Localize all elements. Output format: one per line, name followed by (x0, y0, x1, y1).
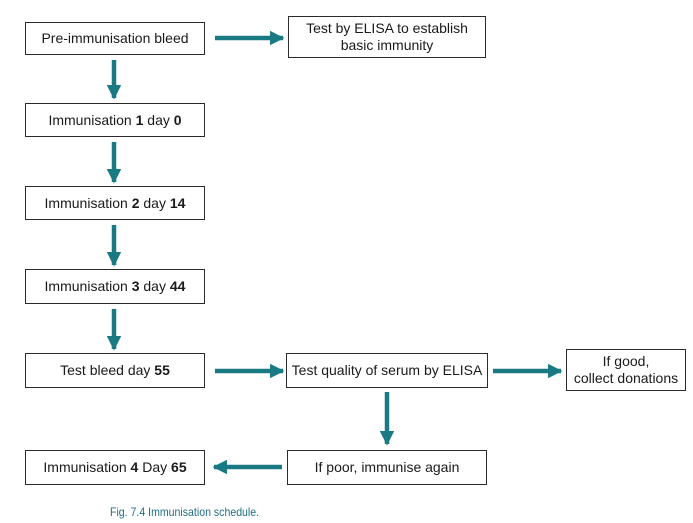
if-poor-label: If poor, immunise again (314, 459, 460, 475)
if-good-line1: If good, (602, 353, 650, 369)
test-bleed-label: Test bleed day 55 (60, 362, 170, 378)
immunisation-3-label: Immunisation 3 day 44 (44, 278, 186, 294)
test-quality-serum-label: Test quality of serum by ELISA (291, 362, 483, 378)
immunisation-3-box: Immunisation 3 day 44 (25, 269, 205, 304)
immunisation-2-label: Immunisation 2 day 14 (44, 194, 186, 211)
immunisation-4-label: Immunisation 4 Day 65 (43, 459, 187, 475)
elisa-basic-line1: Test by ELISA to establish (306, 20, 468, 36)
pre-immunisation-bleed-label: Pre-immunisation bleed (41, 30, 189, 46)
immunisation-2-box: Immunisation 2 day 14 (25, 186, 205, 220)
elisa-basic-line2: basic immunity (340, 37, 434, 53)
figure-caption: Fig. 7.4 Immunisation schedule. (110, 505, 260, 519)
immunisation-4-box: Immunisation 4 Day 65 (25, 450, 205, 485)
test-quality-serum-box: Test quality of serum by ELISA (286, 353, 488, 388)
test-bleed-box: Test bleed day 55 (25, 353, 205, 388)
if-good-line2: collect donations (573, 370, 679, 386)
immunisation-1-label: Immunisation 1 day 0 (48, 111, 182, 128)
if-good-box: If good, collect donations (566, 349, 686, 391)
immunisation-1-box: Immunisation 1 day 0 (25, 103, 205, 137)
if-poor-box: If poor, immunise again (287, 450, 487, 485)
pre-immunisation-bleed-box: Pre-immunisation bleed (25, 22, 205, 55)
elisa-basic-immunity-box: Test by ELISA to establish basic immunit… (288, 16, 486, 58)
